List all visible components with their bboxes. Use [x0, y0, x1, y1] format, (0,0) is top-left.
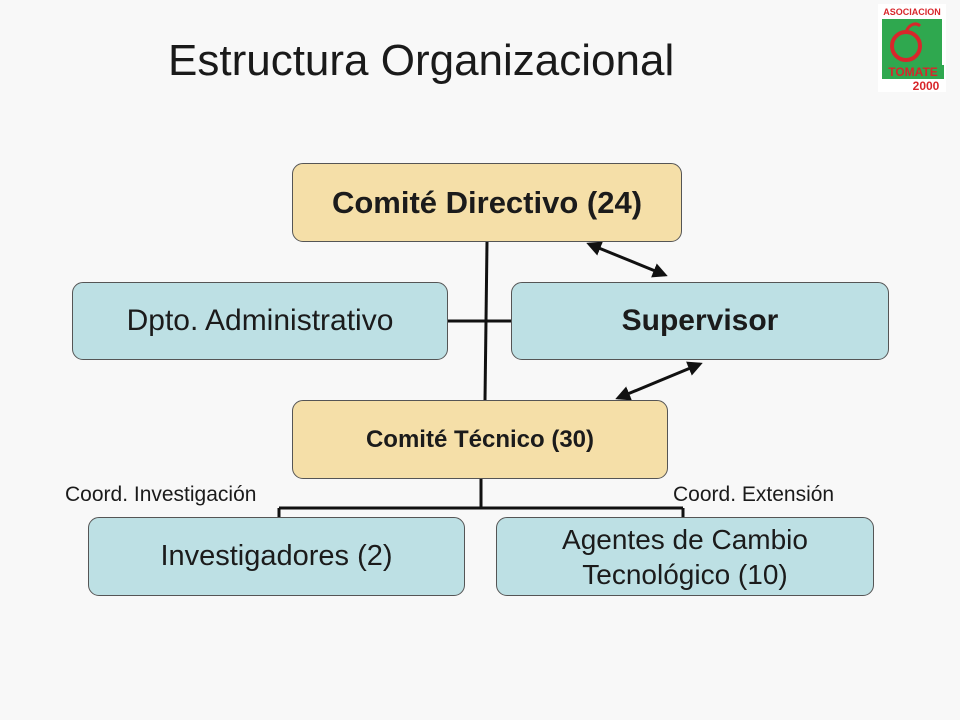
logo-top-text: ASOCIACION: [883, 7, 941, 17]
comite-directivo-label: Comité Directivo (24): [331, 184, 643, 220]
logo-mid-text: TOMATE: [888, 65, 938, 79]
comite-tecnico-label: Comité Técnico (30): [365, 425, 595, 453]
logo-bottom-text: 2000: [913, 79, 940, 93]
investigadores-label: Investigadores (2): [160, 540, 393, 572]
supervisor-box: Supervisor: [511, 282, 889, 360]
agentes-label-line1: Agentes de Cambio: [562, 523, 808, 555]
dpto-administrativo-box: Dpto. Administrativo: [72, 282, 448, 360]
dpto-administrativo-label: Dpto. Administrativo: [126, 304, 394, 337]
arrow-directivo-supervisor: [586, 241, 668, 278]
asociacion-tomate-2000-logo: ASOCIACION TOMATE 2000: [878, 4, 946, 93]
coord-investigacion-label: Coord. Investigación: [65, 483, 257, 506]
comite-tecnico-box: Comité Técnico (30): [292, 400, 668, 479]
investigadores-box: Investigadores (2): [88, 517, 465, 596]
arrow-supervisor-tecnico: [615, 361, 703, 401]
comite-directivo-box: Comité Directivo (24): [292, 163, 682, 242]
agentes-box: Agentes de Cambio Tecnológico (10): [496, 517, 874, 596]
supervisor-label: Supervisor: [621, 304, 779, 337]
agentes-label-line2: Tecnológico (10): [582, 558, 788, 590]
page-title: Estructura Organizacional: [168, 36, 675, 85]
coord-extension-label: Coord. Extensión: [673, 483, 835, 506]
